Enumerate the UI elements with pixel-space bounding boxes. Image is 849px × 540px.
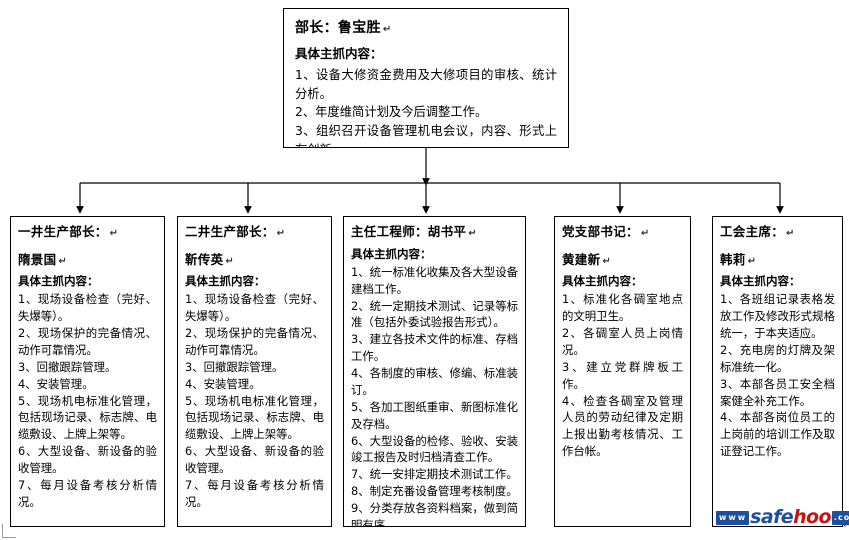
- watermark-com-badge: .com: [831, 510, 849, 525]
- duty-item: 3、建立各技术文件的标准、存档工作。: [351, 332, 518, 364]
- node-duties-list: 1、现场设备检查（完好、失爆等）。 2、现场保护的完备情况、动作可靠情况。 3、…: [18, 291, 157, 510]
- duty-item: 5、现场机电标准化管理，包括现场记录、标志牌、电缆敷设、上牌上架等。: [18, 393, 157, 442]
- duty-item: 1、现场设备检查（完好、失爆等）。: [185, 292, 324, 324]
- safehoo-watermark-logo: www safe hoo .com: [716, 506, 849, 528]
- root-duties-label: 具体主抓内容：: [295, 46, 383, 62]
- return-mark: ↵: [602, 255, 612, 267]
- node-person-name: 黄建新↵: [562, 251, 612, 267]
- return-mark: ↵: [747, 255, 757, 267]
- watermark-hoo-text: hoo: [793, 506, 831, 528]
- duty-item: 4、各制度的审核、修编、标准装订。: [351, 366, 518, 397]
- node-duties-label: 具体主抓内容：: [185, 274, 266, 288]
- duty-item: 3、回撤跟踪管理。: [185, 359, 284, 374]
- node-title: 党支部书记：↵: [562, 224, 650, 239]
- return-mark: ↵: [58, 255, 68, 267]
- return-mark: ↵: [109, 228, 119, 239]
- duty-item: 3、本部各员工安全档案健全补充工作。: [720, 376, 835, 408]
- node-title: 主任工程师：胡书平↵: [351, 224, 477, 239]
- return-mark: ↵: [225, 255, 235, 267]
- duty-item: 8、制定充番设备管理考核制度。: [351, 484, 518, 499]
- node-mine1-production-director: 一井生产部长：↵ 隋景国↵ 具体主抓内容： 1、现场设备检查（完好、失爆等）。 …: [10, 216, 165, 527]
- node-title: 工会主席：↵: [720, 224, 795, 239]
- node-person-name: 隋景国↵: [18, 251, 68, 267]
- duty-item: 4、本部各岗位员工的上岗前的培训工作及取证登记工作。: [720, 410, 835, 459]
- duty-item: 4、检查各碉室及管理人员的劳动纪律及定期上报出勤考核情况、工作台帐。: [562, 393, 683, 459]
- node-duties-list: 1、现场设备检查（完好、失爆等）。 2、现场保护的完备情况、动作可靠情况。 3、…: [185, 291, 324, 510]
- duty-item: 2、年度维简计划及今后调整工作。: [295, 105, 488, 120]
- duty-item: 9、分类存放各资料档案，做到简明有序。: [351, 501, 518, 527]
- node-title: 一井生产部长：↵: [18, 224, 119, 239]
- duty-item: 6、大型设备、新设备的验收管理。: [185, 444, 324, 475]
- duty-item: 1、现场设备检查（完好、失爆等）。: [18, 292, 157, 324]
- page-corner-mark: [2, 524, 16, 538]
- duty-item: 7、每月设备考核分析情况。: [185, 477, 324, 509]
- duty-item: 2、现场保护的完备情况、动作可靠情况。: [185, 326, 324, 357]
- duty-item: 5、现场机电标准化管理，包括现场记录、标志牌、电缆敷设、上牌上架等。: [185, 393, 324, 442]
- duty-item: 2、充电房的灯牌及架标准统一化。: [720, 342, 835, 374]
- duty-item: 7、统一安排定期技术测试工作。: [351, 467, 518, 482]
- watermark-www-badge: www: [716, 510, 750, 525]
- duty-item: 3、组织召开设备管理机电会议，内容、形式上有创新。: [295, 124, 557, 147]
- node-union-chairman: 工会主席：↵ 韩莉↵ 具体主抓内容： 1、各班组记录表格发放工作及修改形式规格统…: [712, 216, 843, 527]
- duty-item: 7、每月设备考核分析情况。: [18, 477, 157, 509]
- return-mark: ↵: [382, 24, 392, 35]
- duty-item: 3、回撤跟踪管理。: [18, 359, 117, 374]
- root-title: 部长：鲁宝胜↵: [295, 18, 557, 38]
- duty-item: 2、现场保护的完备情况、动作可靠情况。: [18, 326, 157, 357]
- node-party-branch-secretary: 党支部书记：↵ 黄建新↵ 具体主抓内容： 1、标准化各碉室地点的文明卫生。 2、…: [554, 216, 691, 527]
- node-person-name: 靳传英↵: [185, 251, 235, 267]
- return-mark: ↵: [786, 228, 795, 239]
- duty-item: 1、统一标准化收集及各大型设备建档工作。: [351, 264, 518, 296]
- node-duties-label: 具体主抓内容：: [720, 274, 801, 288]
- duty-item: 1、各班组记录表格发放工作及修改形式规格统一，于本夹适应。: [720, 292, 835, 340]
- return-mark: ↵: [276, 228, 286, 239]
- duty-item: 6、大型设备的检修、验收、安装竣工报告及时归档清查工作。: [351, 433, 518, 465]
- root-duties-list: 1、设备大修资金费用及大修项目的审核、统计分析。 2、年度维简计划及今后调整工作…: [295, 66, 557, 147]
- duty-item: 3、建立党群牌板工作。: [562, 359, 683, 391]
- node-title: 二井生产部长：↵: [185, 224, 286, 239]
- duty-item: 4、安装管理。: [18, 376, 94, 391]
- duty-item: 2、各碉室人员上岗情况。: [562, 326, 683, 357]
- node-root-minister: 部长：鲁宝胜↵ 具体主抓内容： 1、设备大修资金费用及大修项目的审核、统计分析。…: [283, 8, 569, 148]
- return-mark: ↵: [468, 228, 477, 239]
- node-duties-label: 具体主抓内容：: [351, 246, 432, 261]
- duty-item: 4、安装管理。: [185, 376, 261, 391]
- node-chief-engineer: 主任工程师：胡书平↵ 具体主抓内容： 1、统一标准化收集及各大型设备建档工作。 …: [343, 216, 526, 527]
- duty-item: 5、各加工图纸重审、新图标准化及存档。: [351, 399, 518, 431]
- node-duties-label: 具体主抓内容：: [18, 274, 99, 288]
- return-mark: ↵: [640, 228, 650, 239]
- node-mine2-production-director: 二井生产部长：↵ 靳传英↵ 具体主抓内容： 1、现场设备检查（完好、失爆等）。 …: [177, 216, 332, 527]
- node-duties-label: 具体主抓内容：: [562, 274, 643, 288]
- node-duties-list: 1、标准化各碉室地点的文明卫生。 2、各碉室人员上岗情况。 3、建立党群牌板工作…: [562, 291, 683, 460]
- node-person-name: 韩莉↵: [720, 251, 757, 267]
- trailing-return-mark: ↵: [843, 520, 849, 531]
- duty-item: 1、标准化各碉室地点的文明卫生。: [562, 292, 683, 324]
- root-title-text: 部长：鲁宝胜: [295, 20, 381, 36]
- watermark-safe-text: safe: [750, 506, 794, 528]
- duty-item: 1、设备大修资金费用及大修项目的审核、统计分析。: [295, 68, 557, 101]
- node-duties-list: 1、统一标准化收集及各大型设备建档工作。 2、统一定期技术测试、记录等标准（包括…: [351, 264, 518, 527]
- node-duties-list: 1、各班组记录表格发放工作及修改形式规格统一，于本夹适应。 2、充电房的灯牌及架…: [720, 291, 835, 460]
- duty-item: 6、大型设备、新设备的验收管理。: [18, 444, 157, 475]
- duty-item: 2、统一定期技术测试、记录等标准（包括外委试验报告形式）。: [351, 298, 518, 330]
